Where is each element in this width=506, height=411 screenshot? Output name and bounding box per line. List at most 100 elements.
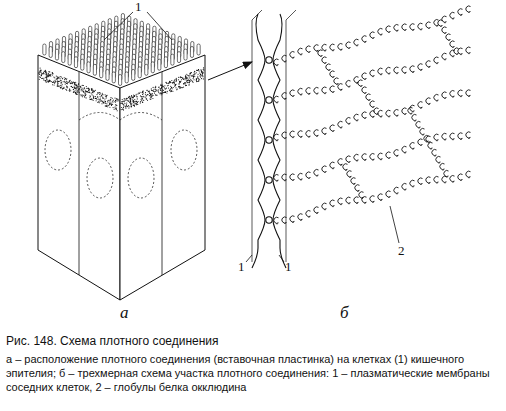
stipple-dot xyxy=(114,101,115,102)
stipple-dot xyxy=(62,88,63,89)
stipple-dot xyxy=(202,75,203,76)
stipple-dot xyxy=(48,80,49,81)
globule xyxy=(338,121,343,127)
stipple-dot xyxy=(89,97,90,98)
stipple-dot xyxy=(396,73,397,74)
stipple-dot xyxy=(55,81,56,82)
stipple-dot xyxy=(66,81,67,82)
stipple-dot xyxy=(65,84,66,85)
globule xyxy=(346,197,351,203)
stipple-dot xyxy=(98,101,99,102)
stipple-dot xyxy=(40,71,41,72)
stipple-dot xyxy=(136,101,137,102)
globule xyxy=(450,41,455,47)
stipple-dot xyxy=(134,96,135,97)
stipple-dot xyxy=(87,91,88,92)
stipple-dot xyxy=(47,81,48,82)
stipple-dot xyxy=(164,92,165,93)
globule xyxy=(366,94,371,100)
stipple-dot xyxy=(77,92,78,93)
stipple-dot xyxy=(96,100,97,101)
stipple-dot xyxy=(190,73,191,74)
stipple-dot xyxy=(444,182,445,183)
globule xyxy=(358,80,363,86)
stipple-dot xyxy=(43,73,44,74)
stipple-dot xyxy=(174,86,175,87)
stipple-dot xyxy=(151,96,152,97)
stipple-dot xyxy=(130,104,131,105)
stipple-dot xyxy=(74,91,75,92)
stipple-dot xyxy=(155,94,156,95)
stipple-dot xyxy=(50,75,51,76)
stipple-dot xyxy=(202,73,203,74)
stipple-dot xyxy=(300,54,301,55)
stipple-dot xyxy=(56,78,57,79)
stipple-dot xyxy=(121,103,122,104)
stipple-dot xyxy=(372,38,373,39)
stipple-dot xyxy=(452,18,453,19)
stipple-dot xyxy=(93,100,94,101)
stipple-dot xyxy=(388,32,389,33)
stipple-dot xyxy=(166,88,167,89)
stipple-dot xyxy=(82,95,83,96)
stipple-dot xyxy=(112,101,113,102)
stipple-dot xyxy=(91,99,92,100)
stipple-dot xyxy=(131,96,132,97)
stipple-dot xyxy=(85,91,86,92)
stipple-dot xyxy=(138,101,139,102)
stipple-dot xyxy=(430,148,431,149)
globule xyxy=(418,23,423,29)
stipple-dot xyxy=(185,83,186,84)
stipple-dot xyxy=(65,89,66,90)
stipple-dot xyxy=(412,30,413,31)
stipple-dot xyxy=(194,72,195,73)
stipple-dot xyxy=(159,88,160,89)
stipple-dot xyxy=(57,78,58,79)
stipple-dot xyxy=(88,89,89,90)
stipple-dot xyxy=(60,87,61,88)
stipple-dot xyxy=(85,93,86,94)
stipple-dot xyxy=(172,91,173,92)
stipple-dot xyxy=(388,197,389,198)
stipple-dot xyxy=(107,106,108,107)
stipple-dot xyxy=(74,82,75,83)
stipple-dot xyxy=(436,63,437,64)
stipple-dot xyxy=(115,102,116,103)
stipple-dot xyxy=(193,82,194,83)
stipple-dot xyxy=(112,101,113,102)
stipple-dot xyxy=(452,139,453,140)
stipple-dot xyxy=(202,76,203,77)
stipple-dot xyxy=(324,134,325,135)
stipple-dot xyxy=(122,103,123,104)
stipple-dot xyxy=(185,82,186,83)
stipple-dot xyxy=(76,85,77,86)
stipple-dot xyxy=(284,138,285,139)
stipple-dot xyxy=(78,91,79,92)
stipple-dot xyxy=(131,104,132,105)
stipple-dot xyxy=(175,85,176,86)
globule xyxy=(330,71,335,77)
stipple-dot xyxy=(126,105,127,106)
stipple-dot xyxy=(175,87,176,88)
stipple-dot xyxy=(133,101,134,102)
stipple-dot xyxy=(69,80,70,81)
stipple-dot xyxy=(45,70,46,71)
stipple-dot xyxy=(74,92,75,93)
stipple-dot xyxy=(169,89,170,90)
stipple-dot xyxy=(116,99,117,100)
stipple-dot xyxy=(150,97,151,98)
stipple-dot xyxy=(76,85,77,86)
stipple-dot xyxy=(129,96,130,97)
stipple-dot xyxy=(185,76,186,77)
globule xyxy=(290,174,295,180)
stipple-dot xyxy=(160,93,161,94)
stipple-dot xyxy=(78,88,79,89)
stipple-dot xyxy=(340,204,341,205)
stipple-dot xyxy=(92,92,93,93)
stipple-dot xyxy=(183,83,184,84)
stipple-dot xyxy=(189,74,190,75)
globule xyxy=(354,39,359,45)
stipple-dot xyxy=(308,137,309,138)
stipple-dot xyxy=(54,80,55,81)
